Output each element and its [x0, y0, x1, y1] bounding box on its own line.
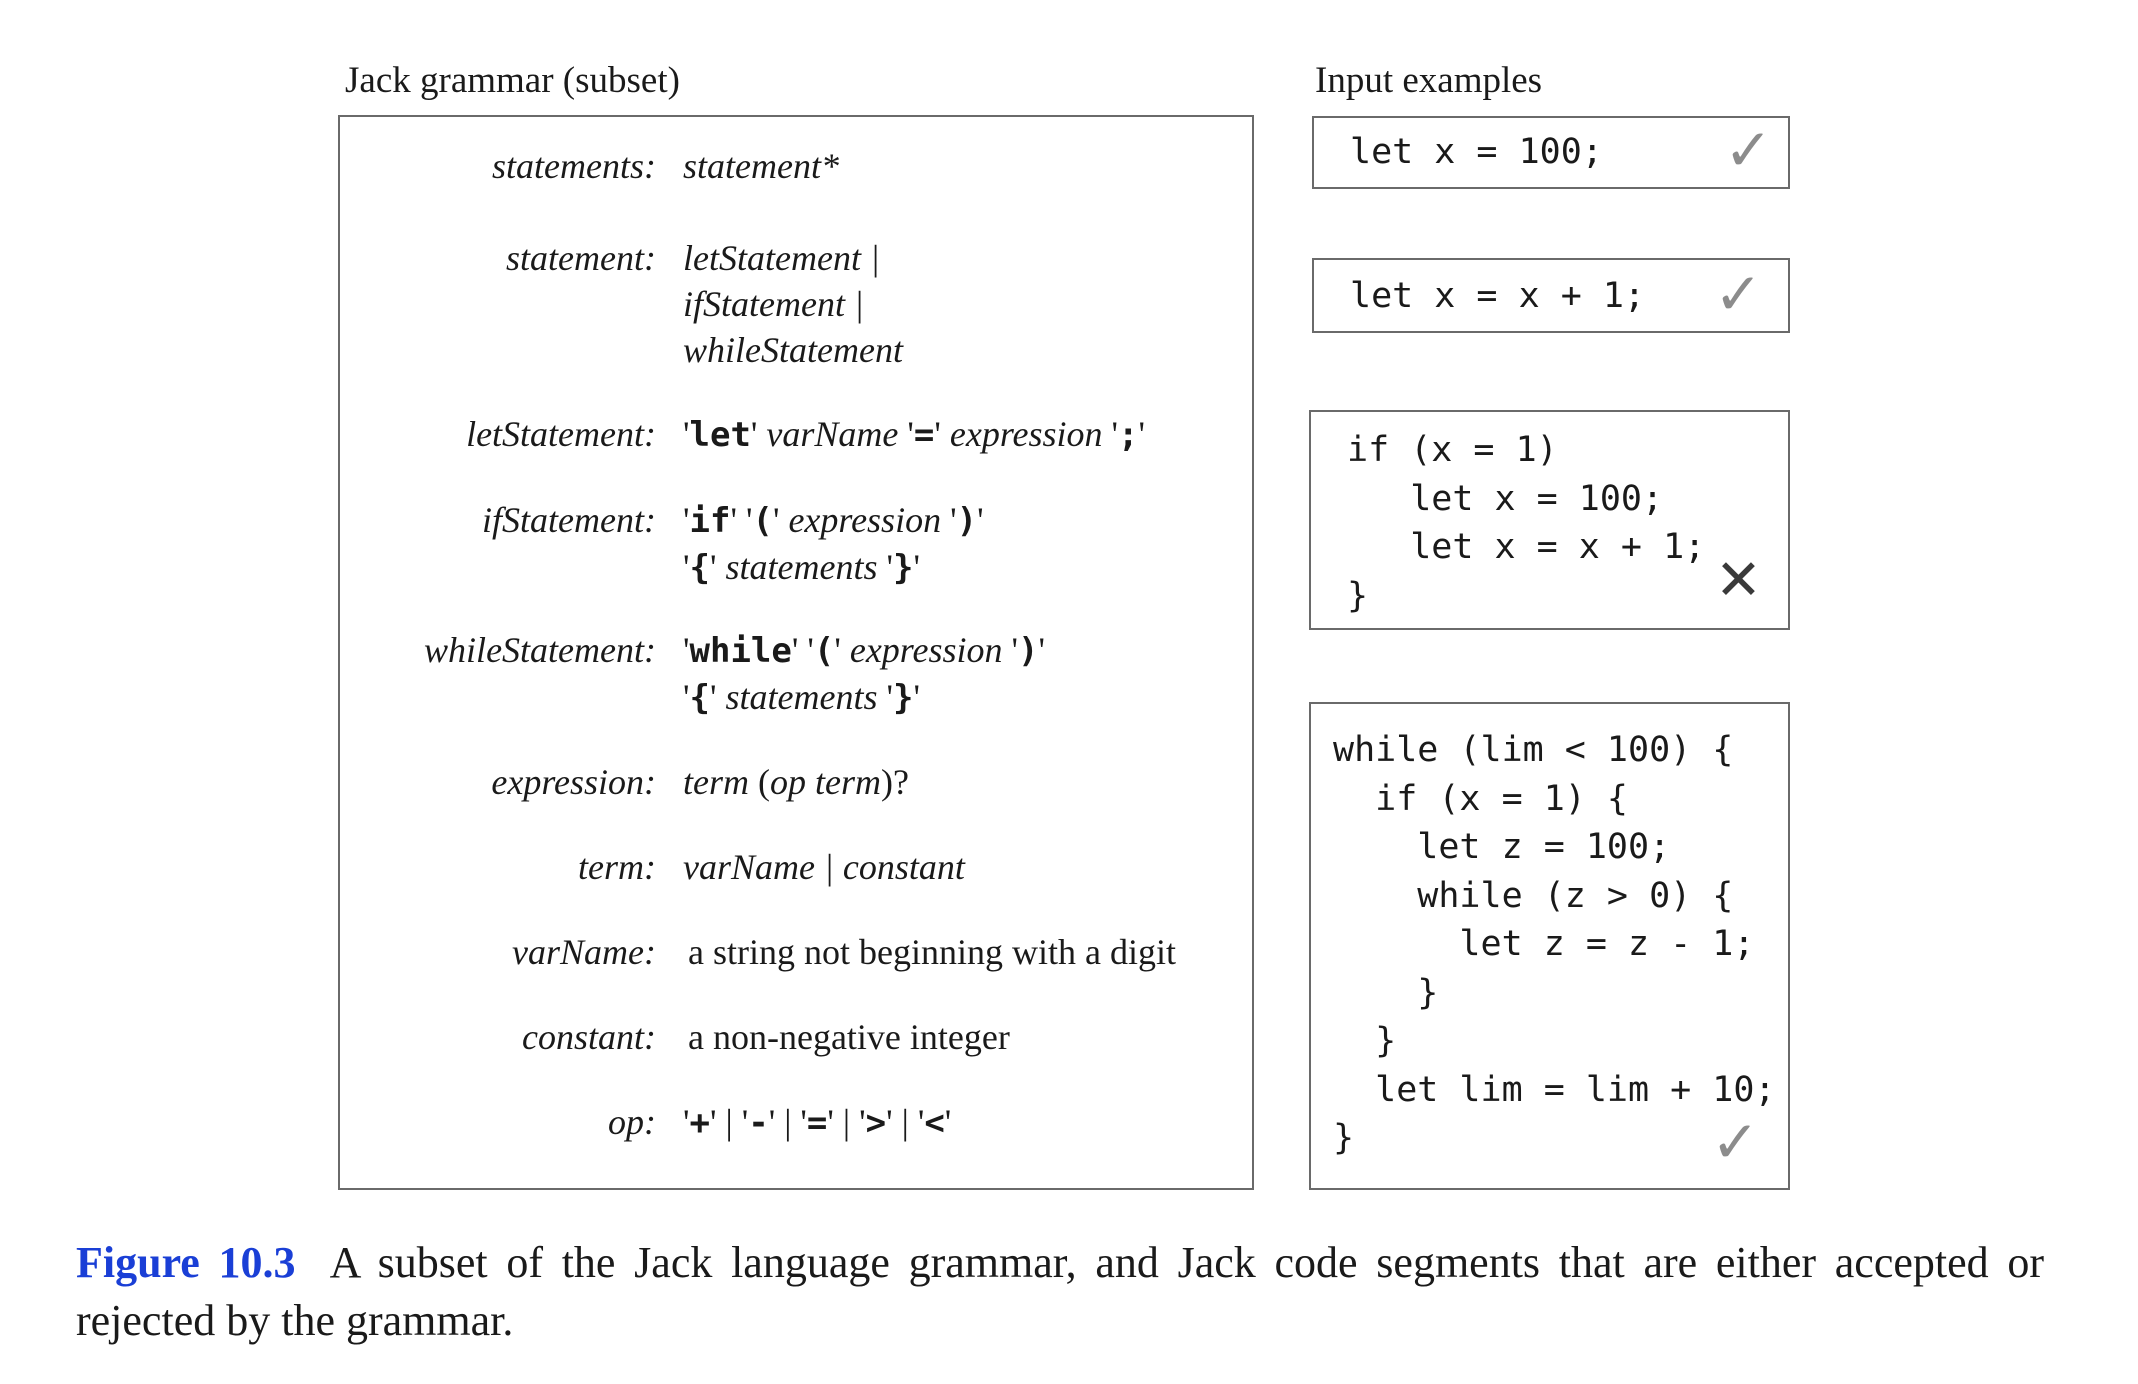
symbol: ) — [956, 501, 978, 541]
rule-name: varName: — [512, 932, 656, 972]
grammar-box: statements: statement* statement: letSta… — [338, 115, 1254, 1190]
example-box-1: let x = 100; ✓ — [1312, 116, 1790, 189]
figure-label: Figure 10.3 — [76, 1238, 296, 1287]
example-code: while (lim < 100) { if (x = 1) { let z =… — [1333, 730, 1776, 1158]
keyword-let: let — [689, 415, 751, 455]
rule-rhs: 'let' varName '=' expression ';' — [683, 414, 1146, 455]
caption-text: A subset of the Jack language grammar, a… — [76, 1238, 2044, 1345]
example-box-2: let x = x + 1; ✓ — [1312, 258, 1790, 333]
nonterminal: op term — [770, 762, 881, 802]
symbol: - — [748, 1103, 769, 1143]
rule-name: constant: — [522, 1017, 656, 1057]
rule-name: letStatement: — [466, 414, 656, 454]
cross-icon: ✕ — [1715, 548, 1762, 613]
nonterminal: expression — [849, 630, 1003, 670]
rule-rhs: term (op term)? — [683, 762, 909, 802]
rule-rhs: varName | constant — [683, 847, 965, 887]
rhs-line: ifStatement | — [683, 284, 864, 324]
rule-name: statement: — [506, 238, 656, 278]
rule-rhs: a non-negative integer — [688, 1017, 1010, 1057]
nonterminal: statements — [725, 677, 878, 717]
rule-rhs: '+' | '-' | '=' | '>' | '<' — [683, 1102, 952, 1143]
symbol: } — [892, 678, 914, 718]
nonterminal: varName — [766, 414, 899, 454]
grammar-heading: Jack grammar (subset) — [345, 60, 680, 101]
rule-rhs: 'if' '(' expression ')' '{' statements '… — [683, 500, 984, 588]
symbol: ; — [1118, 415, 1139, 455]
rule-name: ifStatement: — [482, 500, 656, 540]
rule-name: term: — [578, 847, 656, 887]
examples-heading: Input examples — [1315, 60, 1543, 101]
symbol: ) — [1017, 631, 1039, 671]
example-box-3: if (x = 1) let x = 100; let x = x + 1; }… — [1309, 410, 1790, 630]
check-icon: ✓ — [1724, 116, 1773, 184]
symbol: ( — [752, 501, 773, 541]
check-icon: ✓ — [1714, 260, 1763, 328]
symbol: = — [806, 1103, 828, 1143]
symbol: { — [689, 678, 710, 718]
symbol: { — [689, 548, 710, 588]
optional-marker: ? — [893, 762, 909, 802]
rule-rhs: 'while' '(' expression ')' '{' statement… — [683, 630, 1045, 718]
example-code: if (x = 1) let x = 100; let x = x + 1; } — [1347, 430, 1706, 616]
example-code: let x = x + 1; — [1350, 276, 1646, 316]
symbol: < — [924, 1103, 945, 1143]
example-box-4: while (lim < 100) { if (x = 1) { let z =… — [1309, 702, 1790, 1190]
symbol: = — [913, 415, 935, 455]
symbol: ( — [813, 631, 835, 671]
symbol: } — [892, 548, 914, 588]
rule-rhs: statement* — [683, 146, 839, 186]
rule-rhs: a string not beginning with a digit — [688, 932, 1176, 972]
rhs-line: whileStatement — [683, 330, 903, 370]
check-icon: ✓ — [1711, 1108, 1760, 1176]
keyword-if: if — [689, 501, 731, 541]
rule-name: whileStatement: — [424, 630, 656, 670]
keyword-while: while — [689, 631, 792, 671]
nonterminal: expression — [788, 500, 942, 540]
nonterminal: term — [683, 762, 749, 802]
symbol: > — [865, 1103, 887, 1143]
symbol: + — [689, 1103, 710, 1143]
rhs-line: letStatement | — [683, 238, 880, 278]
rule-rhs: letStatement | ifStatement | whileStatem… — [683, 235, 903, 373]
rule-name: expression: — [491, 762, 656, 802]
rule-name: op: — [608, 1102, 656, 1142]
rule-name: statements: — [492, 146, 656, 186]
example-code: let x = 100; — [1350, 132, 1603, 172]
nonterminal: statements — [725, 547, 878, 587]
nonterminal: expression — [949, 414, 1103, 454]
